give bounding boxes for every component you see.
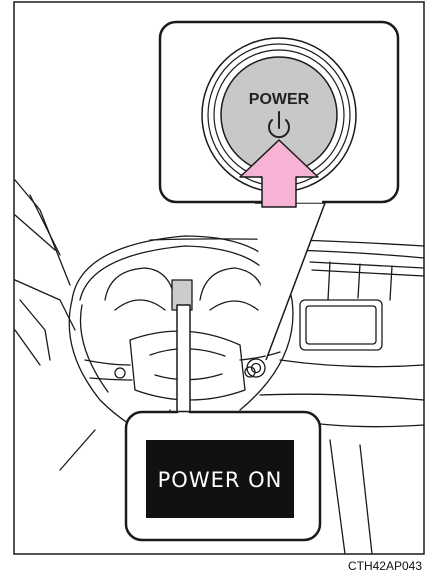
figure-code: CTH42AP043 bbox=[348, 559, 422, 573]
bottom-leader-line bbox=[177, 305, 190, 413]
top-callout: POWER bbox=[160, 22, 398, 360]
center-display bbox=[300, 300, 382, 350]
power-on-text: POWER ON bbox=[158, 468, 283, 492]
bottom-callout: POWER ON bbox=[126, 305, 320, 540]
dash-power-button bbox=[247, 359, 265, 377]
power-button-label: POWER bbox=[249, 91, 310, 108]
